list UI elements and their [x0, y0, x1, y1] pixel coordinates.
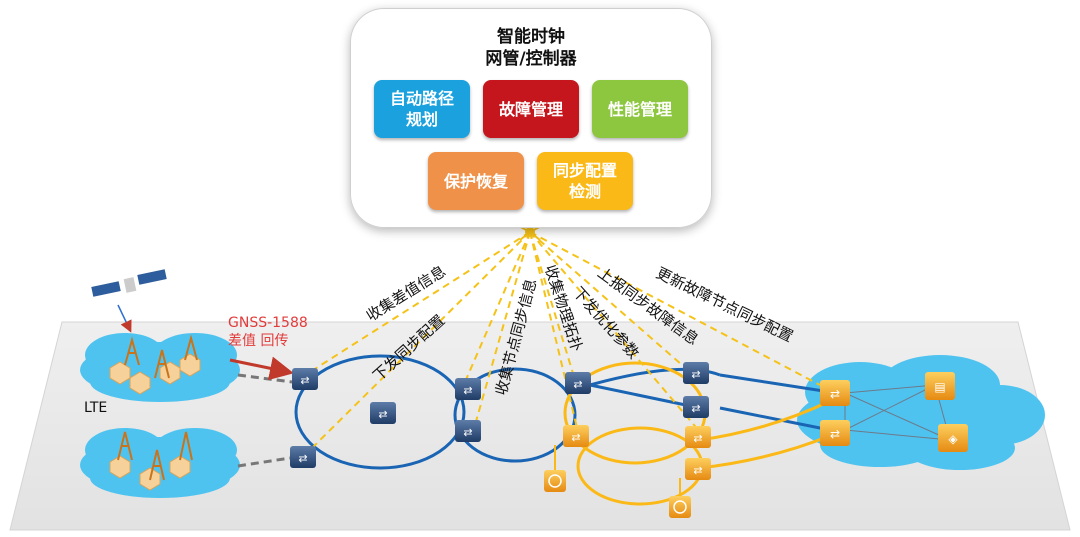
module-fault-management[interactable]: 故障管理	[483, 80, 579, 138]
clock-icons	[544, 445, 691, 518]
switch-icon: ⇄	[683, 362, 709, 384]
module-label: 同步配置检测	[552, 161, 617, 201]
module-protection-recovery[interactable]: 保护恢复	[428, 152, 524, 210]
svg-text:⇄: ⇄	[830, 427, 840, 441]
module-label: 故障管理	[498, 99, 563, 119]
orange-switches: ⇄ ⇄ ⇄ ⇄ ⇄ ▤ ◈	[563, 372, 968, 480]
switch-icon: ⇄	[455, 420, 481, 442]
switch-icon: ⇄	[683, 396, 709, 418]
svg-text:⇄: ⇄	[463, 384, 472, 397]
satellite-icon	[91, 269, 167, 297]
svg-text:⇄: ⇄	[571, 431, 580, 444]
svg-text:▤: ▤	[934, 380, 945, 394]
module-label: 自动路径规划	[389, 89, 454, 129]
gnss-label-line2: 差值 回传	[228, 333, 289, 349]
gnss-label-line1: GNSS-1588	[228, 315, 308, 331]
switch-icon: ⇄	[370, 402, 396, 424]
module-path-planning[interactable]: 自动路径规划	[374, 80, 470, 138]
switch-icon: ⇄	[455, 378, 481, 400]
satellite-signal	[117, 304, 132, 333]
switch-icon: ⇄	[685, 458, 711, 480]
switch-icon: ⇄	[685, 426, 711, 448]
server-icon: ◈	[938, 424, 968, 452]
gnss-arrow	[229, 356, 294, 381]
controller-title-line2: 网管/控制器	[485, 49, 577, 69]
module-sync-config-check[interactable]: 同步配置检测	[537, 152, 633, 210]
server-icon: ▤	[925, 372, 955, 400]
switch-icon: ⇄	[290, 446, 316, 468]
svg-text:⇄: ⇄	[830, 387, 840, 401]
switch-icon: ⇄	[563, 425, 589, 447]
controller-panel: 智能时钟 网管/控制器 自动路径规划 故障管理 性能管理 保护恢复 同步配置检测	[350, 8, 712, 228]
switch-icon: ⇄	[820, 380, 850, 406]
clock-icon	[669, 496, 691, 518]
svg-text:⇄: ⇄	[693, 432, 702, 445]
svg-text:⇄: ⇄	[573, 378, 582, 391]
svg-text:⇄: ⇄	[298, 452, 307, 465]
svg-text:◈: ◈	[948, 432, 958, 446]
lte-link-top	[237, 373, 293, 384]
module-label: 性能管理	[607, 99, 672, 119]
lte-label: LTE	[84, 400, 108, 416]
svg-text:⇄: ⇄	[300, 374, 309, 387]
module-performance-management[interactable]: 性能管理	[592, 80, 688, 138]
switch-icon: ⇄	[820, 420, 850, 446]
controller-title-line1: 智能时钟	[497, 27, 565, 47]
svg-text:⇄: ⇄	[463, 426, 472, 439]
svg-text:⇄: ⇄	[693, 464, 702, 477]
gnss-label: GNSS-1588 差值 回传	[228, 314, 308, 350]
lte-cells	[109, 353, 201, 491]
svg-text:⇄: ⇄	[691, 402, 700, 415]
blue-switches: ⇄ ⇄ ⇄ ⇄ ⇄ ⇄ ⇄ ⇄	[290, 362, 709, 468]
lte-tower-icons	[117, 334, 198, 481]
svg-text:⇄: ⇄	[378, 408, 387, 421]
switch-icon: ⇄	[565, 372, 591, 394]
module-label: 保护恢复	[443, 171, 508, 191]
svg-text:⇄: ⇄	[691, 368, 700, 381]
switch-icon: ⇄	[292, 368, 318, 390]
lte-link-bottom	[237, 456, 291, 468]
control-dashed-lines	[309, 231, 821, 449]
clock-icon	[544, 470, 566, 492]
